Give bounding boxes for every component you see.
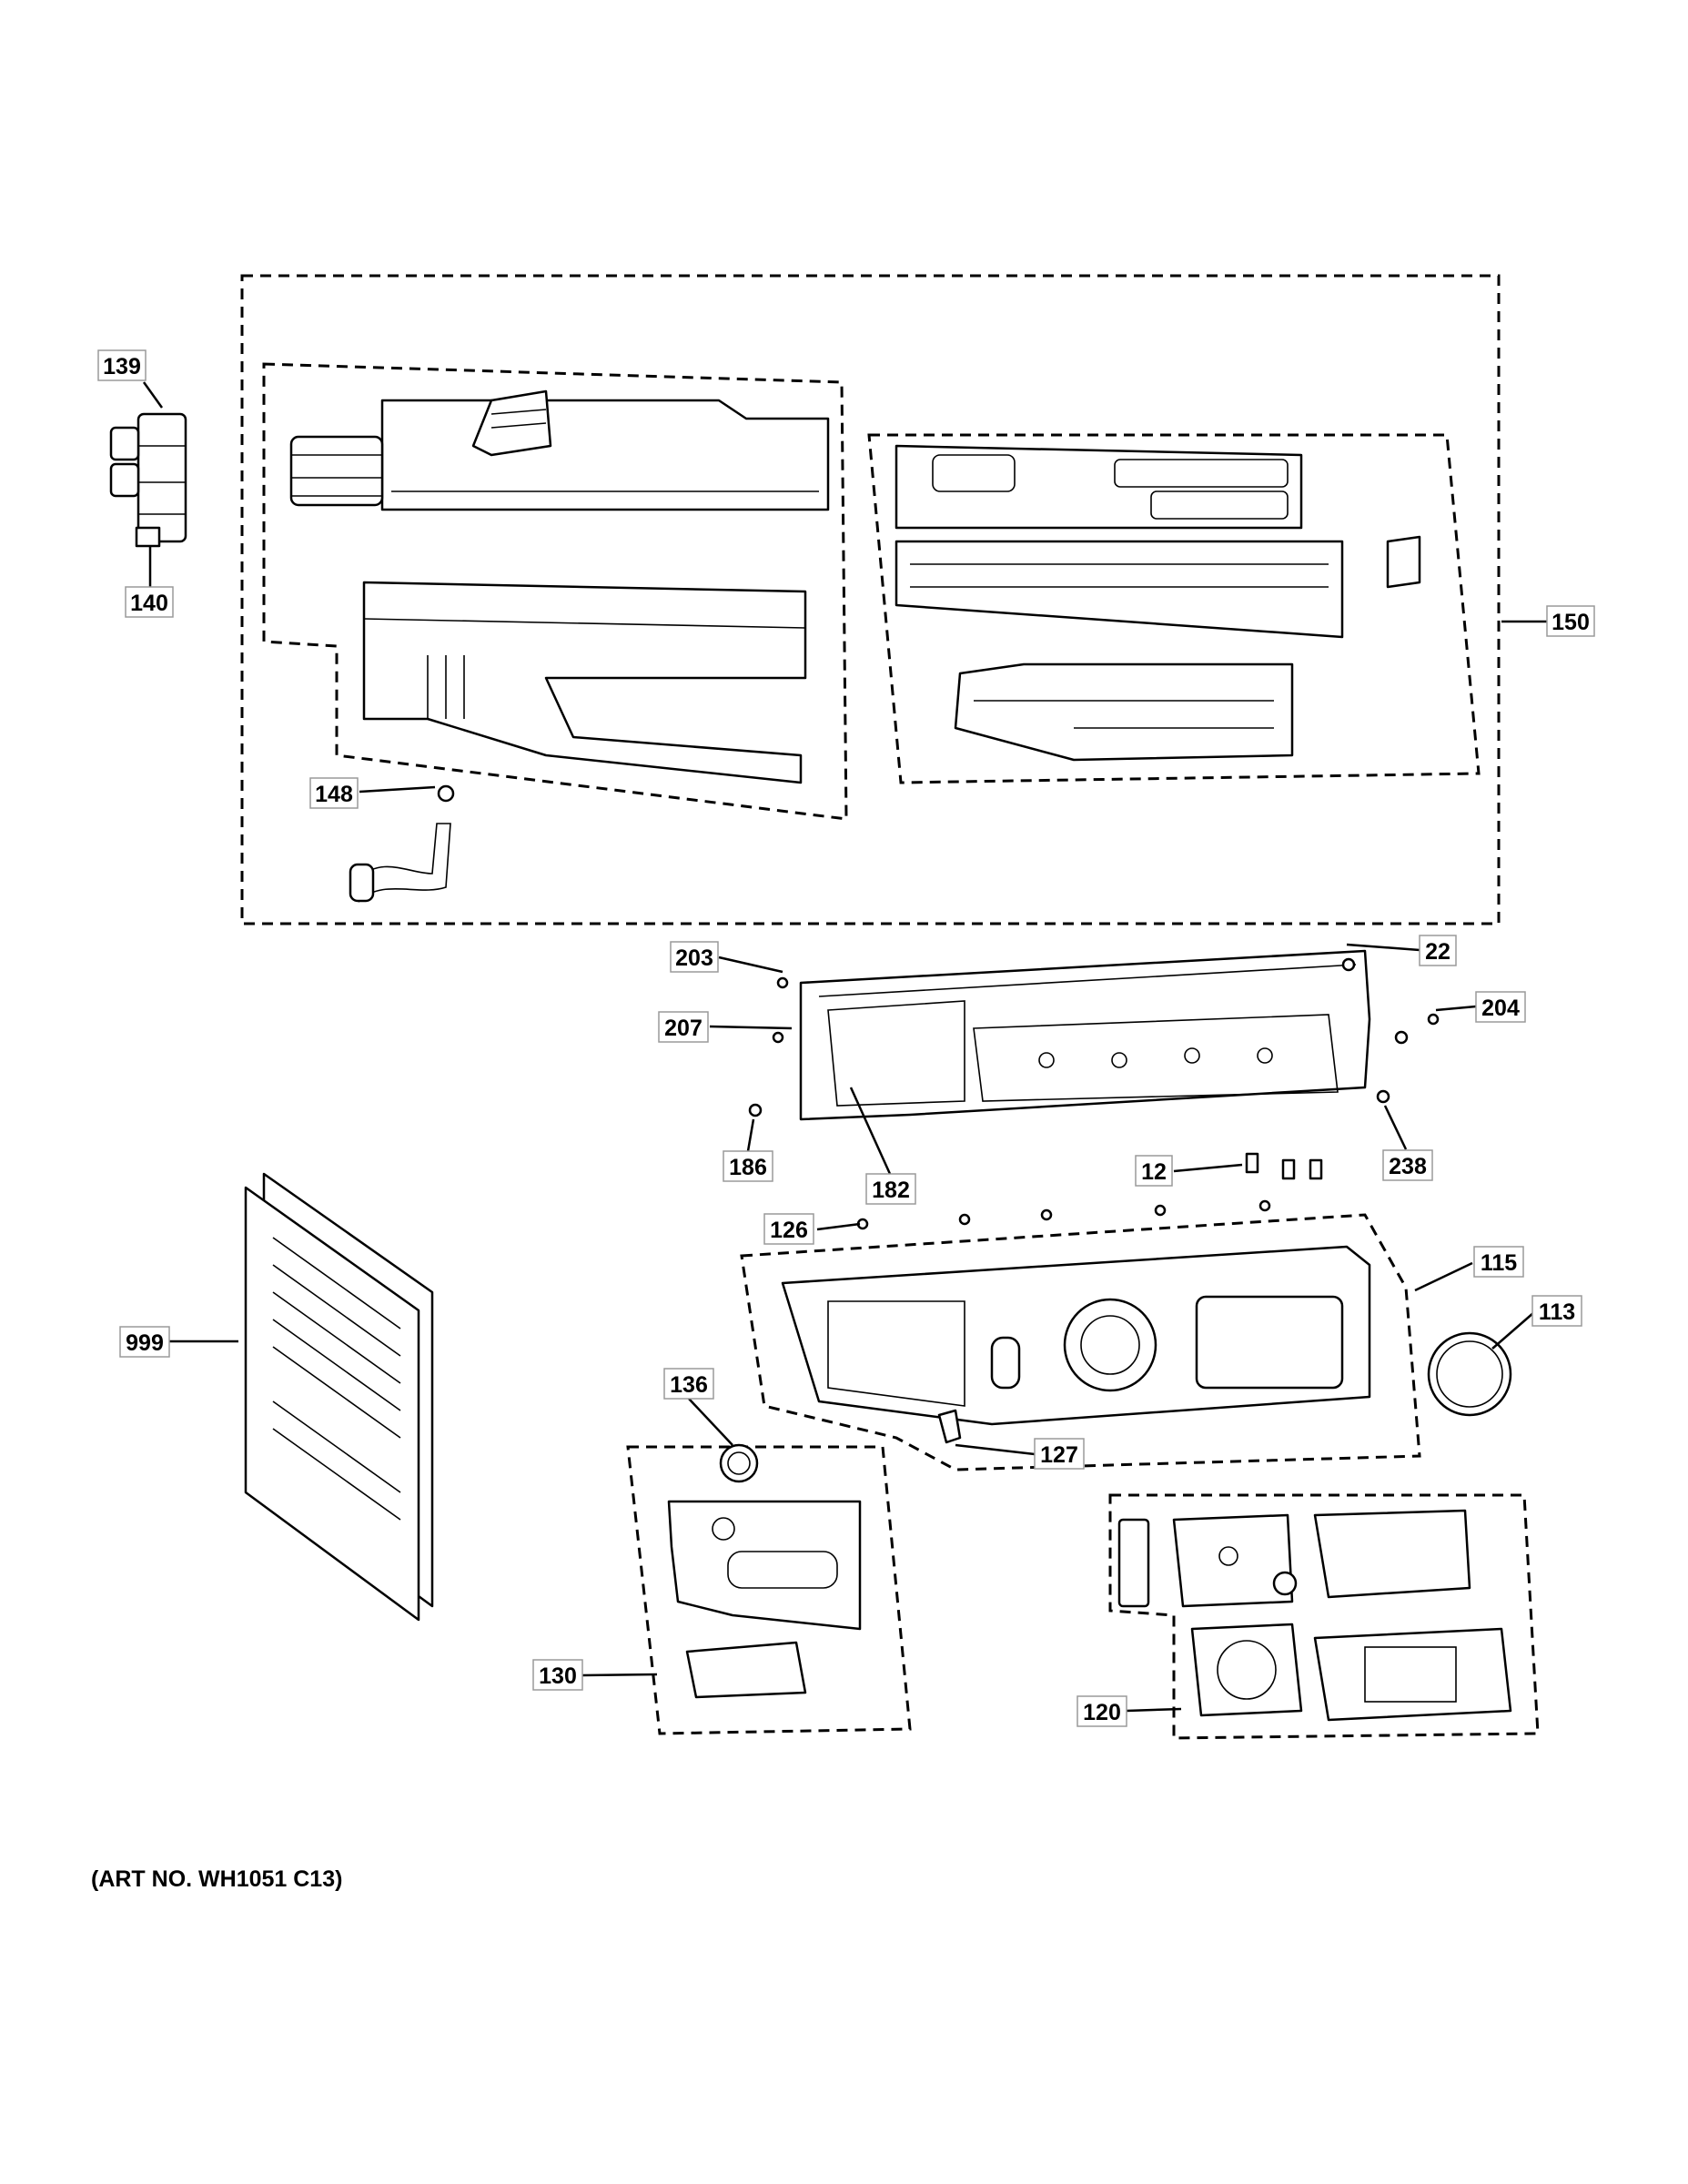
callout-126-label: 126 xyxy=(770,1218,808,1243)
callout-139[interactable]: 139 xyxy=(97,349,147,381)
electronics-assembly-outline xyxy=(1108,1493,1540,1740)
badge-part[interactable] xyxy=(719,1443,759,1483)
callout-207[interactable]: 207 xyxy=(658,1011,709,1043)
callout-150-label: 150 xyxy=(1552,610,1590,635)
button-part[interactable] xyxy=(937,1409,962,1444)
callout-182-label: 182 xyxy=(872,1178,910,1203)
control-panel-frame-part[interactable] xyxy=(799,949,1371,1121)
callout-139-label: 139 xyxy=(103,354,141,379)
art-number-caption: (ART NO. WH1051 C13) xyxy=(91,1866,342,1892)
callout-120-label: 120 xyxy=(1083,1700,1121,1725)
callout-204[interactable]: 204 xyxy=(1475,991,1526,1023)
knob-part[interactable] xyxy=(1427,1331,1512,1417)
callout-130[interactable]: 130 xyxy=(532,1659,583,1691)
callout-148[interactable]: 148 xyxy=(309,777,359,809)
callout-999-label: 999 xyxy=(126,1330,164,1356)
callout-182[interactable]: 182 xyxy=(865,1173,916,1205)
control-panel-screws-part[interactable] xyxy=(856,1199,1271,1230)
callout-136-label: 136 xyxy=(670,1372,708,1398)
callout-12[interactable]: 12 xyxy=(1135,1155,1173,1187)
callout-126[interactable]: 126 xyxy=(763,1213,814,1245)
screws-part[interactable] xyxy=(748,957,1440,1117)
manual-part[interactable] xyxy=(244,1172,434,1622)
callout-204-label: 204 xyxy=(1481,996,1520,1021)
callout-127-label: 127 xyxy=(1040,1442,1078,1468)
clips-part[interactable] xyxy=(1245,1152,1323,1180)
callout-140-label: 140 xyxy=(130,591,168,616)
callout-150[interactable]: 150 xyxy=(1546,605,1595,637)
callout-12-label: 12 xyxy=(1141,1159,1167,1185)
callout-203[interactable]: 203 xyxy=(670,941,719,973)
callout-113[interactable]: 113 xyxy=(1531,1295,1582,1327)
callout-999[interactable]: 999 xyxy=(119,1326,170,1358)
callout-120[interactable]: 120 xyxy=(1076,1695,1127,1727)
dispenser-tray-part[interactable] xyxy=(362,581,807,784)
callout-115-label: 115 xyxy=(1481,1250,1517,1276)
callout-203-label: 203 xyxy=(675,945,713,971)
dispenser-housing-part[interactable] xyxy=(895,444,1421,639)
callout-186[interactable]: 186 xyxy=(723,1150,773,1182)
callout-238-label: 238 xyxy=(1389,1154,1427,1179)
control-panel-part[interactable] xyxy=(781,1245,1371,1426)
hose-part[interactable] xyxy=(349,784,455,903)
callout-130-label: 130 xyxy=(539,1663,577,1689)
callout-148-label: 148 xyxy=(315,782,353,807)
dispenser-assembly-outline xyxy=(240,274,1501,925)
callout-186-label: 186 xyxy=(729,1155,767,1180)
callout-127[interactable]: 127 xyxy=(1034,1438,1085,1470)
callout-22-label: 22 xyxy=(1425,939,1450,965)
callout-115[interactable]: 115 xyxy=(1473,1246,1524,1278)
handle-bracket-part[interactable] xyxy=(685,1641,807,1699)
water-valve-part[interactable] xyxy=(109,412,187,548)
control-panel-assembly-outline xyxy=(740,1213,1421,1471)
callout-22[interactable]: 22 xyxy=(1419,935,1457,966)
handle-part[interactable] xyxy=(667,1500,862,1631)
callout-207-label: 207 xyxy=(664,1016,702,1041)
callout-140[interactable]: 140 xyxy=(125,586,174,618)
dispenser-drawer-part[interactable] xyxy=(289,389,830,511)
dispenser-housing-base-part[interactable] xyxy=(954,662,1294,762)
dispenser-housing-subgroup-outline xyxy=(867,433,1481,784)
circuit-boards-part[interactable] xyxy=(1117,1509,1512,1722)
callout-136[interactable]: 136 xyxy=(663,1368,714,1400)
handle-assembly-outline xyxy=(626,1445,912,1735)
callout-113-label: 113 xyxy=(1539,1299,1575,1325)
callout-238[interactable]: 238 xyxy=(1382,1149,1433,1181)
